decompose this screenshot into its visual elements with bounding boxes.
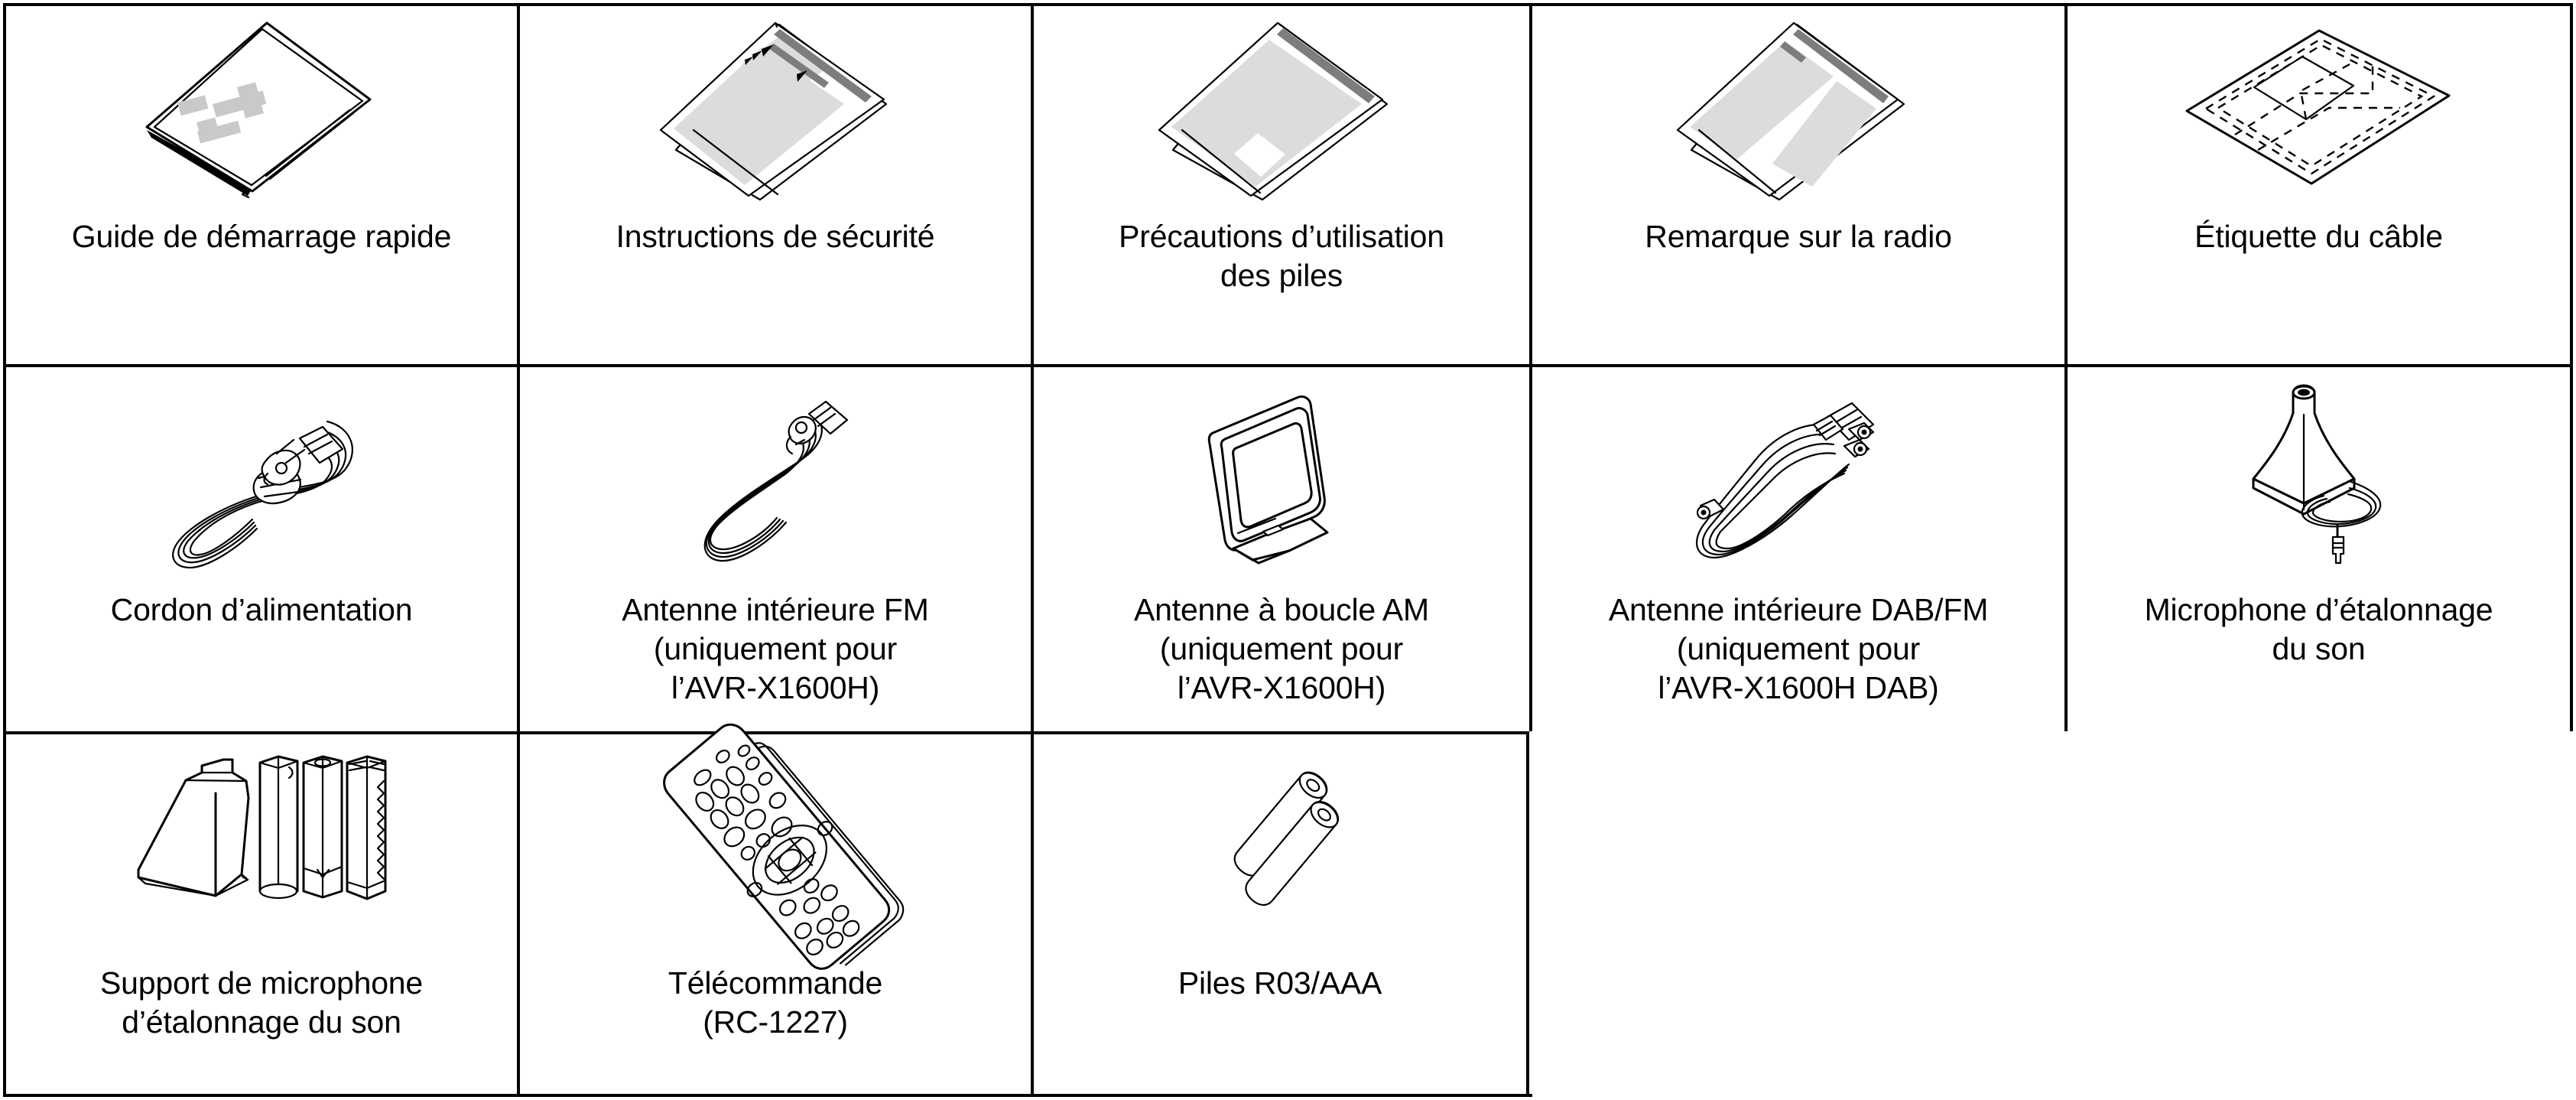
accessory-cell-safety-instructions: Instructions de sécurité bbox=[517, 3, 1031, 364]
microphone-stand-parts-icon bbox=[6, 734, 517, 956]
accessory-caption: Antenne à boucle AM (uniquement pour l’A… bbox=[1134, 592, 1429, 705]
dab-fm-indoor-antenna-coil-icon bbox=[1532, 367, 2064, 589]
accessory-cell-microphone-stand: Support de microphone d’étalonnage du so… bbox=[3, 731, 517, 1094]
am-loop-antenna-icon bbox=[1034, 367, 1529, 589]
accessory-caption: Piles R03/AAA bbox=[1178, 965, 1382, 1001]
accessory-caption: Instructions de sécurité bbox=[616, 219, 935, 254]
accessory-caption: Support de microphone d’étalonnage du so… bbox=[99, 965, 424, 1040]
accessory-cell-battery-precautions: Précautions d’utilisation des piles bbox=[1031, 3, 1529, 364]
accessory-caption: Étiquette du câble bbox=[2194, 219, 2443, 254]
accessory-cell-radio-notice: Remarque sur la radio bbox=[1529, 3, 2064, 364]
accessory-cell-batteries: Piles R03/AAA bbox=[1031, 731, 1529, 1094]
sound-calibration-microphone-icon bbox=[2068, 367, 2570, 589]
table-row: Support de microphone d’étalonnage du so… bbox=[3, 723, 1532, 1097]
accessory-caption: Antenne intérieure FM (uniquement pour l… bbox=[622, 592, 929, 705]
accessory-cell-power-cord: Cordon d’alimentation bbox=[3, 364, 517, 731]
accessory-cell-fm-antenna: Antenne intérieure FM (uniquement pour l… bbox=[517, 364, 1031, 731]
accessory-caption: Remarque sur la radio bbox=[1645, 219, 1952, 254]
cable-label-sheet-icon bbox=[2068, 6, 2570, 213]
radio-notice-sheets-icon bbox=[1532, 6, 2064, 213]
accessory-cell-calibration-microphone: Microphone d’étalonnage du son bbox=[2064, 364, 2573, 731]
accessory-caption: Antenne intérieure DAB/FM (uniquement po… bbox=[1608, 592, 1989, 705]
accessory-caption: Guide de démarrage rapide bbox=[71, 219, 452, 254]
accessory-caption: Précautions d’utilisation des piles bbox=[1119, 219, 1444, 293]
remote-control-unit-icon bbox=[520, 723, 1031, 970]
table-row: Guide de démarrage rapide bbox=[3, 3, 2573, 364]
accessory-cell-quick-start-guide: Guide de démarrage rapide bbox=[3, 3, 517, 364]
accessory-cell-dab-fm-antenna: Antenne intérieure DAB/FM (uniquement po… bbox=[1529, 364, 2064, 731]
battery-precautions-sheets-icon bbox=[1034, 6, 1529, 213]
power-cord-coil-icon bbox=[6, 367, 517, 589]
fm-indoor-antenna-coil-icon bbox=[520, 367, 1031, 589]
accessory-cell-remote-control: Télécommande (RC-1227) bbox=[517, 723, 1031, 1094]
accessory-caption: Cordon d’alimentation bbox=[110, 592, 413, 627]
accessory-cell-am-loop-antenna: Antenne à boucle AM (uniquement pour l’A… bbox=[1031, 364, 1529, 731]
table-row: Cordon d’alimentation bbox=[3, 364, 2573, 731]
accessory-caption: Microphone d’étalonnage du son bbox=[2144, 592, 2493, 666]
aaa-batteries-pair-icon bbox=[1034, 734, 1526, 956]
safety-instructions-sheets-icon bbox=[520, 6, 1031, 213]
quick-start-guide-booklet-icon bbox=[6, 6, 517, 213]
accessories-table: Guide de démarrage rapide bbox=[3, 3, 2573, 1097]
accessory-cell-cable-label: Étiquette du câble bbox=[2064, 3, 2573, 364]
accessory-caption: Télécommande (RC-1227) bbox=[668, 965, 883, 1040]
